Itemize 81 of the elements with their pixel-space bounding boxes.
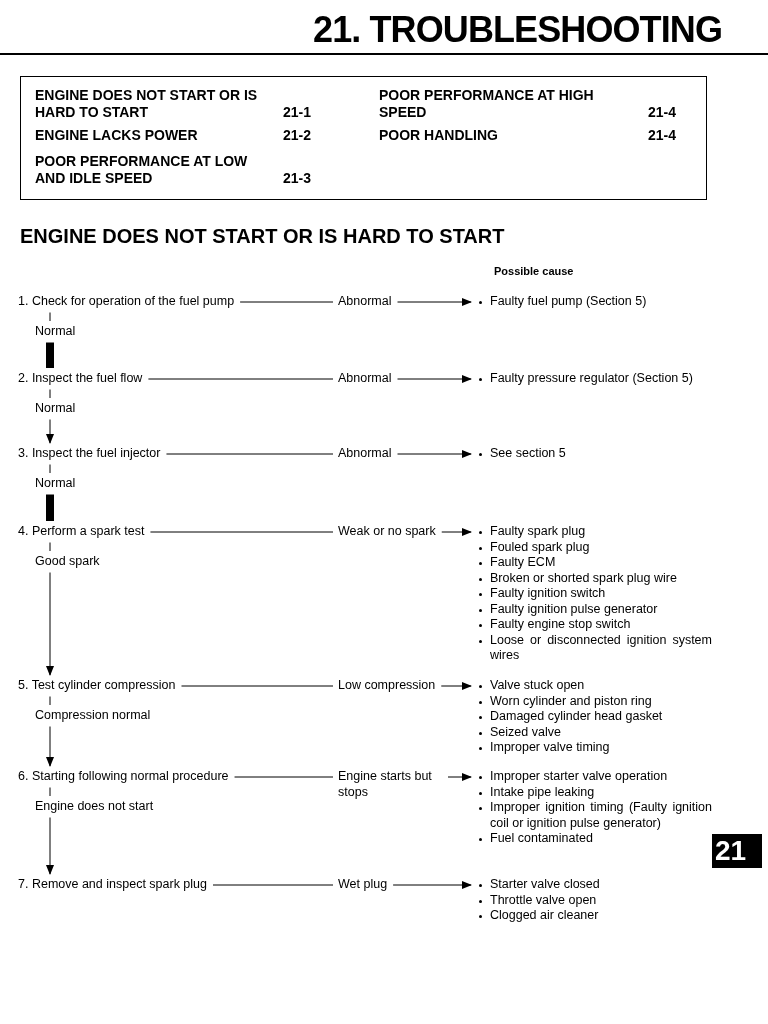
cause-item: Faulty ignition pulse generator bbox=[490, 601, 658, 617]
cause-item: Faulty fuel pump (Section 5) bbox=[490, 294, 647, 310]
cause-item: Throttle valve open bbox=[490, 892, 597, 908]
outcome-text: Good spark bbox=[35, 554, 100, 570]
cause-item: Starter valve closed bbox=[490, 877, 600, 893]
cause-item: Broken or shorted spark plug wire bbox=[490, 570, 677, 586]
cause-item: Faulty spark plug bbox=[490, 524, 586, 540]
connector-line bbox=[147, 378, 334, 380]
cause-item: Improper starter valve operation bbox=[490, 769, 668, 785]
arrow bbox=[397, 298, 472, 306]
connector-line bbox=[49, 312, 51, 322]
arrow bbox=[46, 817, 54, 875]
page-number: 21-1 bbox=[283, 104, 312, 121]
step-text: 4. Perform a spark test bbox=[18, 524, 145, 540]
contents-entry: POOR HANDLING bbox=[379, 127, 499, 144]
arrow bbox=[447, 773, 472, 781]
step-text: 3. Inspect the fuel injector bbox=[18, 446, 161, 462]
step-text: 2. Inspect the fuel flow bbox=[18, 371, 143, 387]
section-heading: ENGINE DOES NOT START OR IS HARD TO START bbox=[20, 224, 505, 248]
outcome-text: Engine does not start bbox=[35, 799, 154, 815]
chapter-tab: 21 bbox=[712, 834, 762, 868]
contents-entry: POOR PERFORMANCE AT LOW AND IDLE SPEED bbox=[35, 153, 249, 187]
cause-item: Valve stuck open bbox=[490, 678, 585, 694]
arrow bbox=[440, 682, 472, 690]
arrow bbox=[397, 375, 472, 383]
arrow bbox=[392, 881, 472, 889]
page-number: 21-4 bbox=[648, 104, 677, 121]
outcome-text: Normal bbox=[35, 401, 76, 417]
page-number: 21-3 bbox=[283, 170, 312, 187]
step-text: 7. Remove and inspect spark plug bbox=[18, 877, 207, 893]
arrow bbox=[441, 528, 472, 536]
connector-line bbox=[165, 453, 334, 455]
result-text: Abnormal bbox=[338, 294, 392, 310]
connector-line bbox=[239, 301, 334, 303]
cause-item: Faulty ECM bbox=[490, 555, 556, 571]
connector-line bbox=[49, 696, 51, 706]
contents-entry: POOR PERFORMANCE AT HIGH SPEED bbox=[379, 87, 595, 121]
connector-line bbox=[49, 787, 51, 797]
connector-line bbox=[49, 464, 51, 474]
page-number: 21-4 bbox=[648, 127, 677, 144]
outcome-text: Normal bbox=[35, 476, 76, 492]
result-text: Wet plug bbox=[338, 877, 388, 893]
result-text: Abnormal bbox=[338, 371, 392, 387]
connector-line bbox=[181, 685, 334, 687]
page-title: 21. TROUBLESHOOTING bbox=[313, 10, 722, 50]
arrow bbox=[46, 572, 54, 676]
result-text: Weak or no spark bbox=[338, 524, 436, 540]
connector-line bbox=[149, 531, 334, 533]
outcome-text: Normal bbox=[35, 324, 76, 340]
step-text: 1. Check for operation of the fuel pump bbox=[18, 294, 235, 310]
cause-item: Improper valve timing bbox=[490, 740, 610, 756]
cause-item: Faulty pressure regulator (Section 5) bbox=[490, 371, 693, 387]
step-text: 6. Starting following normal procedure bbox=[18, 769, 229, 785]
outcome-text: Compression normal bbox=[35, 708, 151, 724]
column-heading: Possible cause bbox=[494, 264, 574, 279]
connector-line bbox=[234, 776, 334, 778]
contents-entry: ENGINE DOES NOT START OR IS HARD TO START bbox=[35, 87, 259, 121]
cause-item: Improper ignition timing (Faulty ignition coil or ignition pulse generator) bbox=[490, 800, 712, 831]
result-text: Low compression bbox=[338, 678, 436, 694]
connector-line bbox=[49, 542, 51, 552]
cause-item: Fuel contaminated bbox=[490, 831, 593, 847]
step-text: 5. Test cylinder compression bbox=[18, 678, 176, 694]
cause-item: Loose or disconnected ignition system wires bbox=[490, 632, 712, 664]
result-text: Abnormal bbox=[338, 446, 392, 462]
cause-item: Faulty engine stop switch bbox=[490, 617, 631, 633]
cause-item: Clogged air cleaner bbox=[490, 908, 599, 924]
result-text: Engine starts but stops bbox=[338, 769, 442, 800]
cause-item: Damaged cylinder head gasket bbox=[490, 709, 663, 725]
cause-item: Faulty ignition switch bbox=[490, 586, 606, 602]
contents-entry: ENGINE LACKS POWER bbox=[35, 127, 199, 144]
cause-item: Seized valve bbox=[490, 724, 561, 740]
arrow bbox=[46, 419, 54, 444]
arrow bbox=[46, 726, 54, 767]
cause-item: Worn cylinder and piston ring bbox=[490, 693, 652, 709]
arrow bbox=[397, 450, 472, 458]
cause-item: Intake pipe leaking bbox=[490, 784, 595, 800]
connector-line bbox=[212, 884, 334, 886]
cause-item: See section 5 bbox=[490, 446, 566, 462]
connector-line bbox=[49, 389, 51, 399]
cause-item: Fouled spark plug bbox=[490, 539, 590, 555]
page-number: 21-2 bbox=[283, 127, 312, 144]
